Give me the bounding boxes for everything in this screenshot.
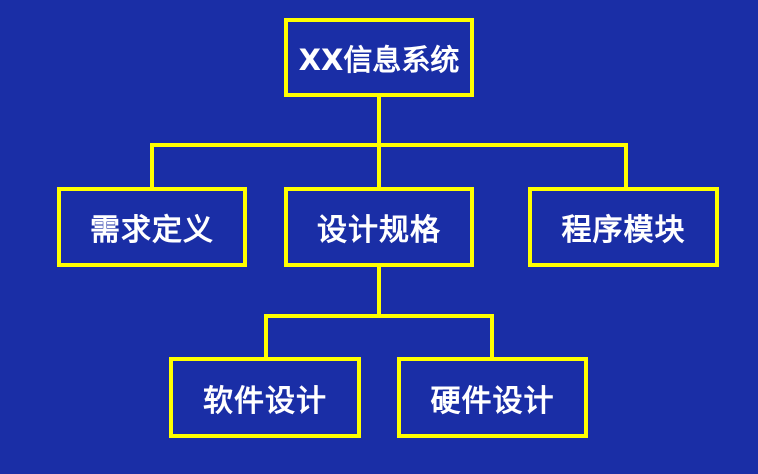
node-hardware-design: 硬件设计	[397, 357, 588, 438]
node-software-design: 软件设计	[169, 357, 361, 438]
node-hardware-design-label: 硬件设计	[430, 383, 555, 419]
node-root: XX信息系统	[284, 18, 474, 97]
node-design-spec-label: 设计规格	[317, 213, 441, 248]
node-program-modules: 程序模块	[528, 187, 719, 267]
node-requirements: 需求定义	[57, 187, 247, 267]
node-requirements-label: 需求定义	[90, 213, 214, 248]
node-design-spec: 设计规格	[284, 187, 474, 267]
node-program-modules-label: 程序模块	[561, 213, 686, 248]
node-software-design-label: 软件设计	[203, 383, 327, 419]
node-root-label: XX信息系统	[298, 42, 460, 77]
